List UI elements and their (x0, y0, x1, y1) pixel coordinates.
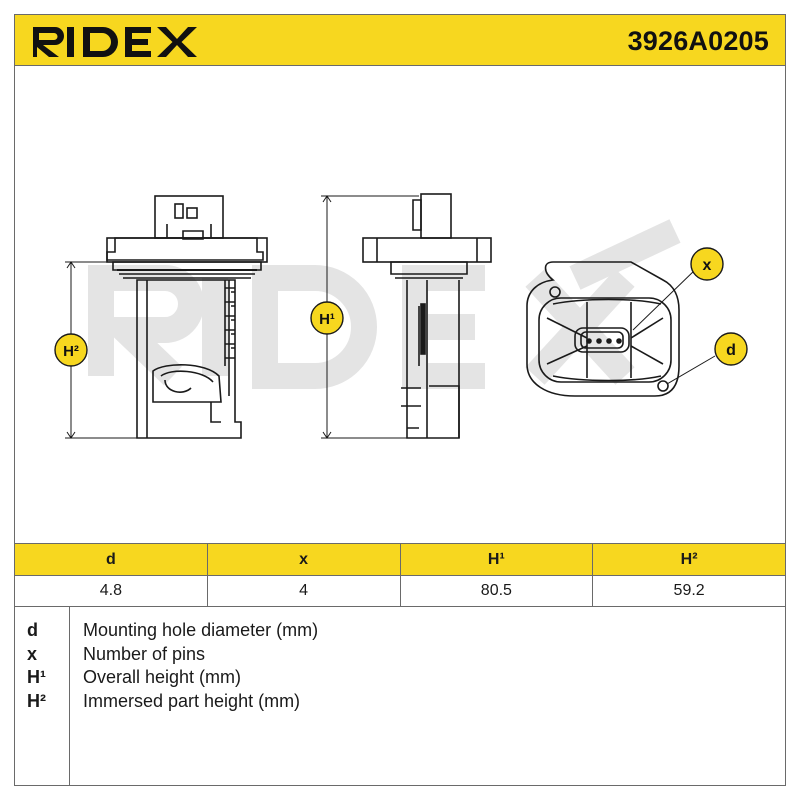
header-h1: H¹ (399, 543, 594, 576)
d-callout-label: d (714, 332, 748, 366)
legend-description: Number of pins (83, 644, 206, 664)
legend-item: H² Immersed part height (mm) (15, 691, 775, 715)
ridex-logo (33, 27, 197, 57)
side-view-middle (321, 193, 492, 439)
part-number: 3926A0205 (627, 26, 769, 56)
h2-dimension-label: H² (54, 333, 88, 367)
value-h1: 80.5 (399, 575, 594, 607)
legend-item: x Number of pins (15, 644, 775, 668)
technical-drawing: H² H¹ (14, 66, 786, 544)
svg-text:d: d (726, 342, 736, 359)
legend-description: Immersed part height (mm) (83, 691, 301, 711)
dimensions-table: d x H¹ H² 4.8 4 80.5 59.2 (14, 543, 786, 607)
header-d: d (14, 543, 208, 576)
header-bar: 3926A0205 (14, 14, 786, 66)
value-h2: 59.2 (592, 575, 786, 607)
dimensions-value-row: 4.8 4 80.5 59.2 (14, 575, 786, 607)
svg-text:x: x (703, 257, 712, 274)
header-x: x (206, 543, 401, 576)
value-x: 4 (206, 575, 401, 607)
value-d: 4.8 (14, 575, 208, 607)
top-view-right (526, 261, 716, 397)
ridex-watermark (88, 219, 681, 389)
legend-item: d Mounting hole diameter (mm) (15, 620, 775, 644)
h1-dimension-label: H¹ (310, 301, 344, 335)
x-callout-label: x (690, 247, 724, 281)
svg-text:H¹: H¹ (319, 311, 335, 328)
legend: d Mounting hole diameter (mm) x Number o… (14, 606, 786, 786)
legend-symbol: H² (27, 691, 46, 711)
legend-symbol: d (27, 620, 38, 640)
svg-text:H²: H² (63, 343, 79, 360)
side-view-left (65, 195, 268, 439)
legend-divider (69, 606, 70, 786)
legend-description: Mounting hole diameter (mm) (83, 620, 319, 640)
legend-symbol: H¹ (27, 667, 46, 687)
legend-item: H¹ Overall height (mm) (15, 667, 775, 691)
dimensions-header-row: d x H¹ H² (14, 543, 786, 576)
header-h2: H² (592, 543, 786, 576)
drawing-canvas: H² H¹ (54, 193, 748, 439)
legend-symbol: x (27, 644, 38, 664)
legend-description: Overall height (mm) (83, 667, 242, 687)
